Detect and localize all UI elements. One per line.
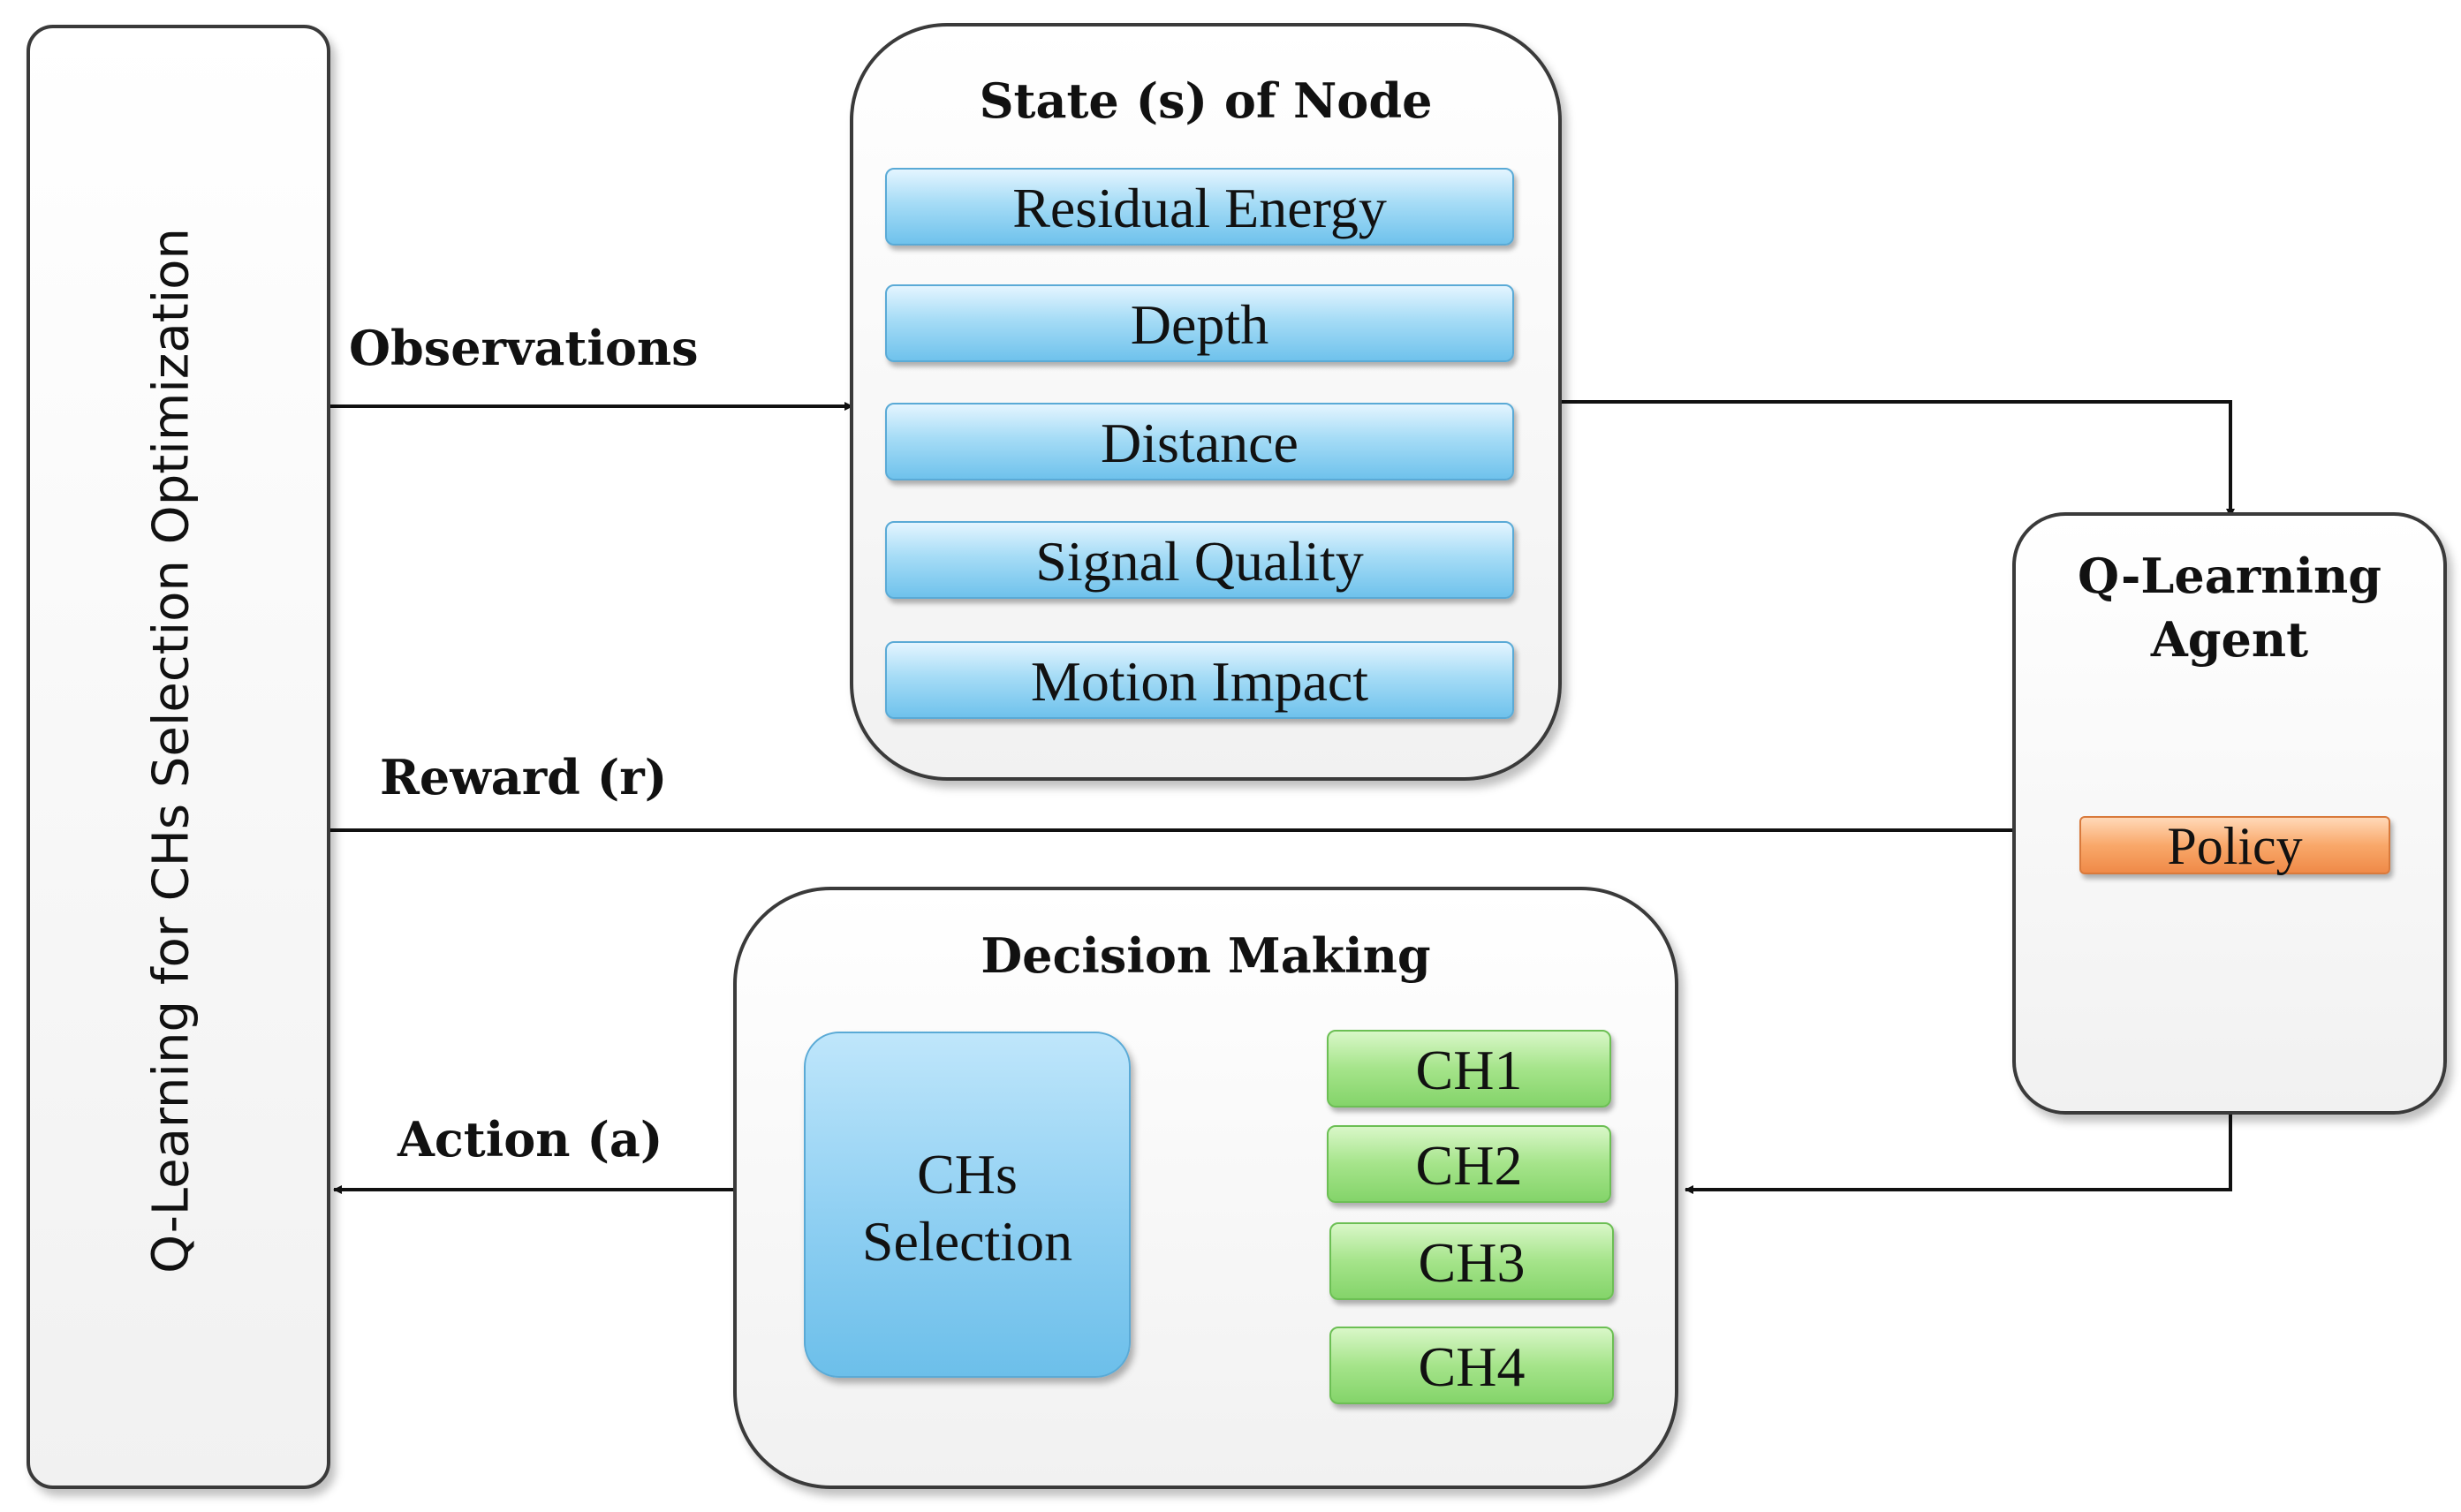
decision-box-title: Decision Making (981, 927, 1431, 984)
state-item-depth: Depth (885, 284, 1514, 362)
left-panel-label: Q-Learning for CHs Selection Optimizatio… (142, 228, 201, 1274)
state-item-residual-energy: Residual Energy (885, 168, 1514, 246)
chs-selection-line1: CHs (917, 1143, 1018, 1206)
policy-box: Policy (2079, 816, 2390, 874)
ch1-box: CH1 (1327, 1030, 1611, 1108)
chs-selection-box: CHs Selection (804, 1032, 1131, 1378)
left-panel (27, 25, 330, 1489)
reward-label: Reward (r) (380, 749, 668, 805)
ch3-box: CH3 (1329, 1222, 1614, 1300)
agent-title-line1: Q-Learning (2078, 548, 2381, 604)
state-item-signal-quality: Signal Quality (885, 521, 1514, 599)
ch4-box: CH4 (1329, 1327, 1614, 1404)
state-box: State (s) of Node Residual Energy Depth … (850, 23, 1562, 781)
agent-to-decision-arrow (1685, 1115, 2232, 1194)
state-box-title: State (s) of Node (979, 72, 1433, 129)
state-item-distance: Distance (885, 403, 1514, 480)
chs-selection-line2: Selection (861, 1210, 1073, 1273)
action-label: Action (a) (398, 1111, 663, 1168)
state-to-agent-arrow (1559, 400, 2235, 518)
agent-box: Q-Learning Agent Policy (2012, 512, 2447, 1115)
state-item-motion-impact: Motion Impact (885, 641, 1514, 719)
observations-label: Observations (349, 320, 699, 376)
ch2-box: CH2 (1327, 1125, 1611, 1203)
agent-title-line2: Agent (2150, 611, 2309, 668)
